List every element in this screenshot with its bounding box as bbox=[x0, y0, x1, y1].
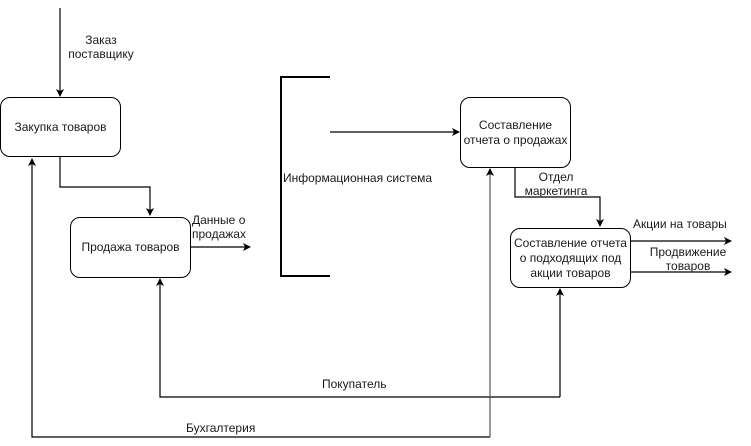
label-buyer: Покупатель bbox=[322, 377, 387, 391]
node-purchase: Закупка товаров bbox=[0, 97, 121, 157]
node-promo-report: Составление отчета о подходящих под акци… bbox=[510, 228, 631, 288]
arrow-buyer-to-sales bbox=[156, 278, 560, 398]
label-promotions: Акции на товары bbox=[633, 217, 727, 231]
label-accounting: Бухгалтерия bbox=[186, 421, 256, 435]
label-sales-data: Данные о продажах bbox=[192, 213, 246, 241]
node-sales: Продажа товаров bbox=[70, 217, 191, 278]
node-sales-report: Составление отчета о продажах bbox=[460, 97, 571, 168]
info-system-bracket bbox=[280, 76, 330, 277]
info-system-label: Информационная система bbox=[283, 171, 433, 185]
label-product-promotion: Продвижение товаров bbox=[649, 245, 727, 273]
label-supplier-order: Заказ поставщику bbox=[68, 33, 134, 61]
arrow-accounting-to-purchase bbox=[28, 158, 490, 438]
arrow-purchase-to-sales bbox=[59, 157, 154, 216]
arrow-marketing-dept bbox=[514, 168, 604, 227]
label-marketing-dept: Отдел маркетинга bbox=[524, 170, 588, 198]
